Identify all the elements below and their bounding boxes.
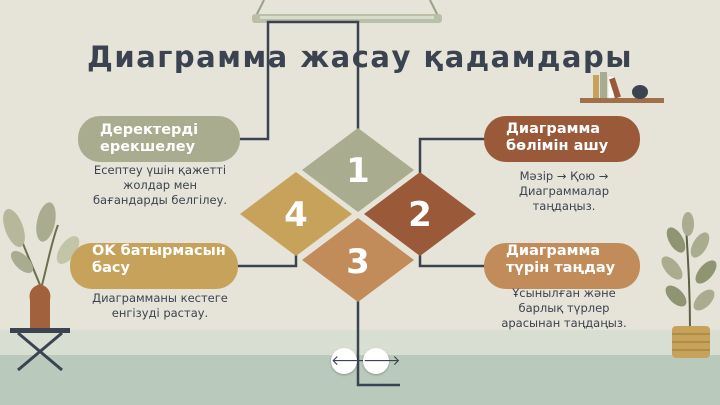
step-number-3: 3 xyxy=(346,242,370,282)
arrow-right-icon: 🡒 xyxy=(363,353,401,369)
step-1-heading: Деректерді ерекшелеу xyxy=(78,116,240,162)
step-number-2: 2 xyxy=(408,195,432,235)
step-4-heading: OK батырмасын басу xyxy=(70,243,238,289)
step-3-heading: Диаграмма түрін таңдау xyxy=(484,243,640,289)
step-4-description: Диаграмманы кестеге енгізуді растау. xyxy=(92,291,228,320)
floor xyxy=(0,355,720,405)
bookshelf-icon xyxy=(580,72,664,103)
arrow-left-icon: 🡐 xyxy=(331,353,369,369)
page-title: Диаграмма жасау қадамдары xyxy=(87,40,633,74)
step-3-description: Ұсынылған және барлық түрлер арасынан та… xyxy=(501,286,627,330)
step-1-description: Есептеу үшін қажетті жолдар мен бағандар… xyxy=(92,163,228,207)
step-diamond-4: 4 xyxy=(240,172,352,256)
step-number-1: 1 xyxy=(346,151,370,191)
step-diamond-3: 3 xyxy=(302,218,414,302)
step-2-description: Мәзір → Қою → Диаграммалар таңдаңыз. xyxy=(519,169,609,213)
step-number-4: 4 xyxy=(284,195,308,235)
step-2-heading: Диаграмма бөлімін ашу xyxy=(484,116,640,162)
baseboard xyxy=(0,330,720,358)
step-diamond-2: 2 xyxy=(364,172,476,256)
next-slide-button[interactable]: 🡒 xyxy=(363,348,401,374)
plant-right-icon xyxy=(661,212,717,358)
plant-left-icon xyxy=(3,202,80,372)
previous-slide-button[interactable]: 🡐 xyxy=(331,348,369,374)
step-diamond-1: 1 xyxy=(302,128,414,212)
